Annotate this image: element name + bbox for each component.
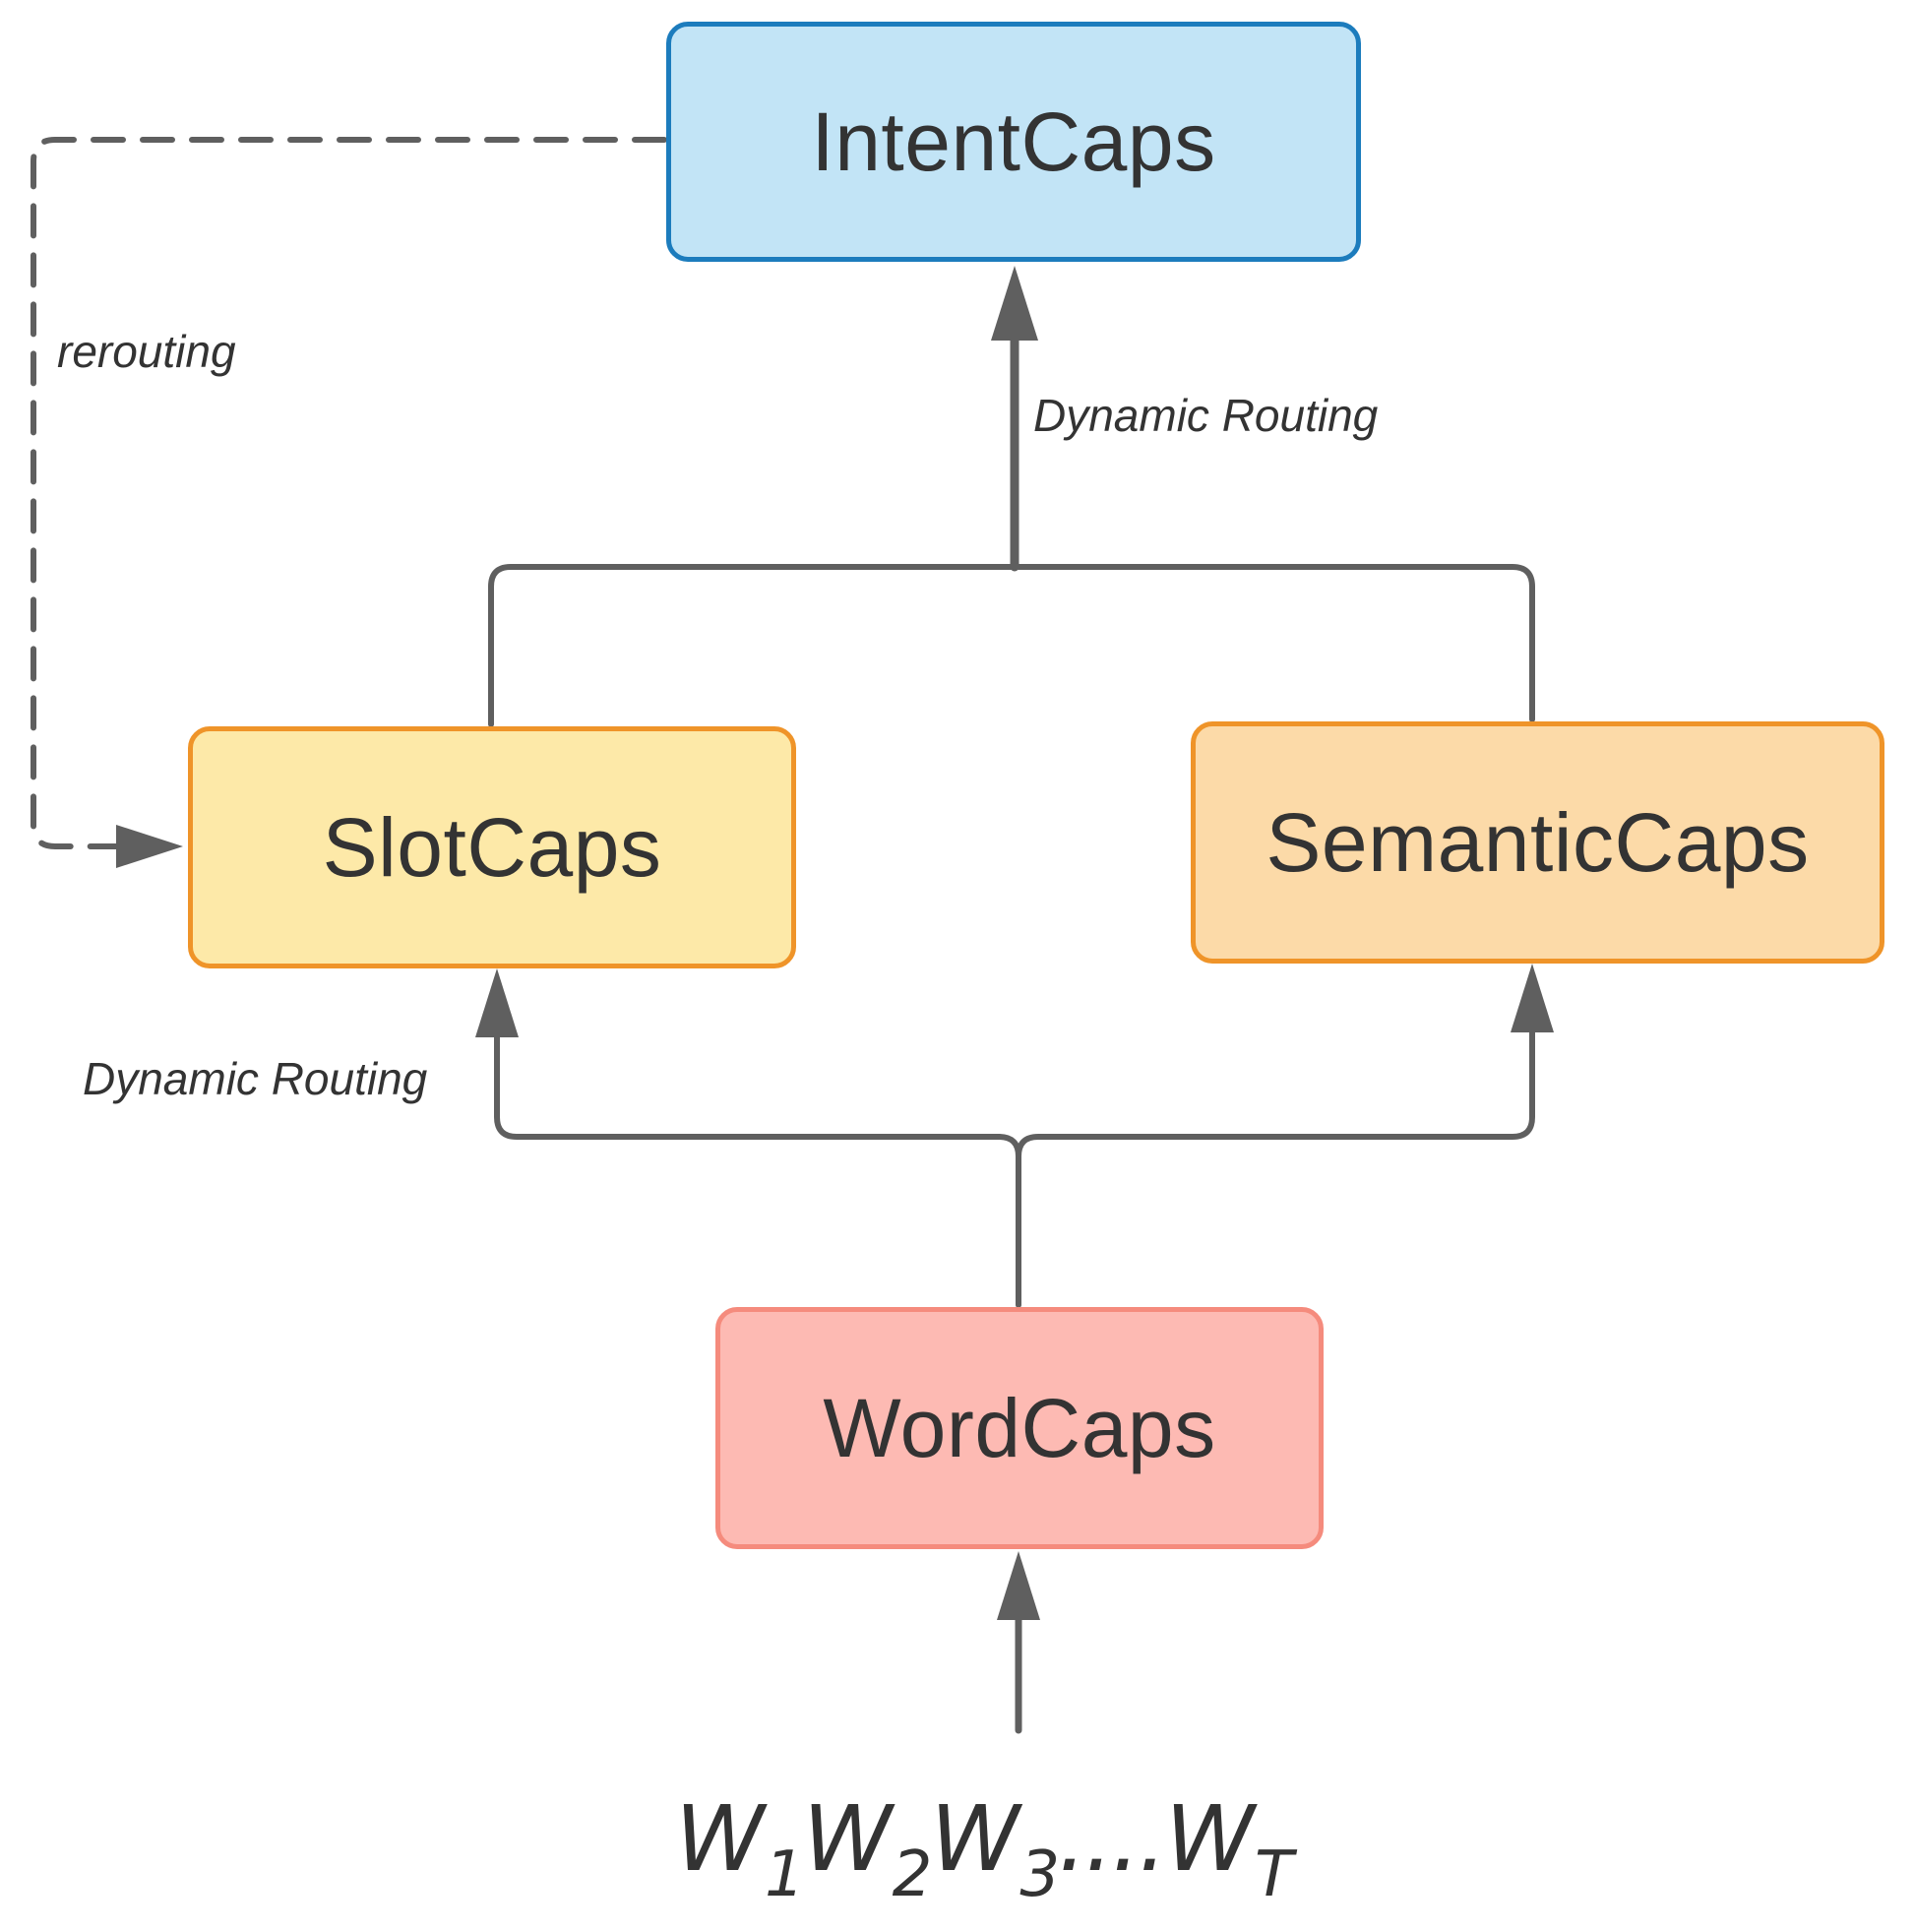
word-arrowhead — [997, 1551, 1040, 1620]
intent-caps-label: IntentCaps — [811, 94, 1216, 188]
rerouting-label: rerouting — [57, 326, 236, 377]
semantic-caps-node: SemanticCaps — [1191, 721, 1884, 964]
lower-fork-line — [494, 1032, 1021, 1308]
rerouting-arrowhead — [116, 825, 183, 868]
lower-fork-line-right — [1016, 1028, 1535, 1159]
semantic-arrowhead — [1511, 964, 1554, 1032]
slot-caps-label: SlotCaps — [322, 800, 662, 894]
dynamic-routing-top-label: Dynamic Routing — [1033, 390, 1379, 441]
intent-caps-node: IntentCaps — [666, 22, 1361, 262]
input-ellipsis: .... — [1058, 1786, 1167, 1892]
input-token-t: WT — [1165, 1786, 1293, 1911]
rerouting-connector — [31, 137, 667, 849]
upper-fork-line — [488, 564, 1535, 727]
word-caps-node: WordCaps — [715, 1307, 1324, 1549]
input-token-1: W1 — [675, 1786, 805, 1911]
semantic-caps-label: SemanticCaps — [1266, 795, 1810, 889]
slot-caps-node: SlotCaps — [188, 726, 796, 968]
dynamic-routing-bottom-label: Dynamic Routing — [83, 1053, 428, 1104]
input-word-sequence: W1W2W3....WT — [675, 1786, 1293, 1911]
input-token-2: W2 — [802, 1786, 933, 1911]
word-caps-label: WordCaps — [823, 1381, 1216, 1474]
slot-arrowhead — [475, 968, 519, 1037]
intent-arrowhead — [991, 266, 1038, 341]
input-token-3: W3 — [930, 1786, 1060, 1911]
